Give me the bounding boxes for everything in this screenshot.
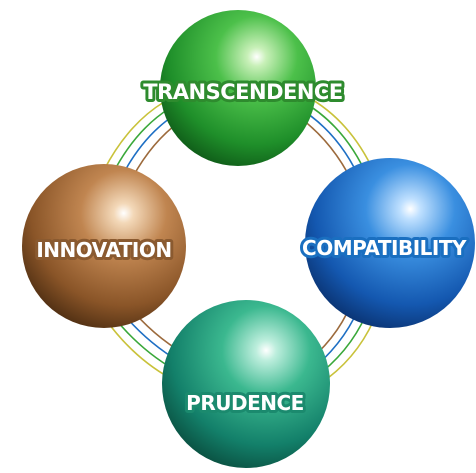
sphere-prudence — [162, 300, 330, 468]
label-innovation: INNOVATION — [36, 238, 171, 262]
label-compatibility: COMPATIBILITY — [302, 236, 467, 260]
sphere-transcendence — [160, 10, 316, 166]
label-prudence: PRUDENCE — [186, 391, 304, 415]
label-transcendence: TRANSCENDENCE — [143, 80, 342, 104]
sphere-innovation — [22, 164, 186, 328]
sphere-compatibility — [305, 158, 475, 328]
